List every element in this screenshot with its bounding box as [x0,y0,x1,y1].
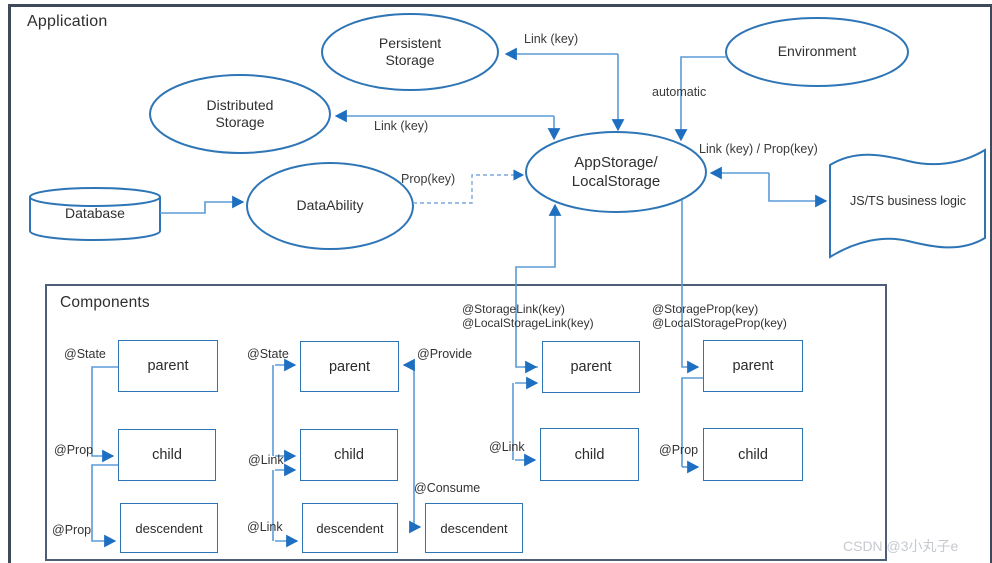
annotation-localstorageprop: @LocalStorageProp(key) [652,316,787,330]
environment-ellipse [725,17,909,87]
decorator-g2-consume: @Consume [414,481,481,495]
decorator-g1-prop-child: @Prop [54,443,94,457]
decorator-g4-prop: @Prop [659,443,699,457]
edge-g1-parent-to-child [91,366,118,463]
edge-label-automatic: automatic [652,85,707,99]
edge-label-prop-key: Prop(key) [401,172,456,186]
watermark: CSDN @3小丸子e [843,538,959,554]
dataability-ellipse [246,162,414,250]
edge-label-link-prop: Link (key) / Prop(key) [699,142,818,156]
annotation-storageprop: @StorageProp(key) [652,302,759,316]
dataability-label: DataAbility [296,197,364,214]
g2-child-box: child [300,429,398,481]
decorator-g1-prop-descendent: @Prop [52,523,92,537]
edge-dataability-to-appstorage-dashed [413,169,525,204]
persistent-storage-label: Persistent Storage [378,34,442,69]
appstorage-label: AppStorage/ LocalStorage [571,154,661,190]
application-frame [8,4,992,563]
g4-parent-box: parent [703,340,803,392]
g1-descendent-box: descendent [120,503,218,553]
distributed-storage-label: Distributed Storage [206,96,274,131]
g3-child-box: child [540,428,639,481]
decorator-g1-state: @State [64,347,106,361]
decorator-g2-state: @State [247,347,289,361]
g2-provide-descendent-box: descendent [425,503,523,553]
components-frame [45,284,887,561]
edge-storageprop-to-parent [681,200,700,374]
g2-parent-box: parent [300,341,399,392]
edge-environment-to-appstorage [674,56,727,142]
edge-appstorage-to-jsts [768,173,828,208]
decorator-g2-provide: @Provide [417,347,473,361]
jsts-business-logic-shape [829,148,986,259]
edge-label-distributed-link: Link (key) [374,119,429,133]
edge-g4-prop-line [681,377,703,467]
database-cylinder-top [29,187,161,207]
distributed-storage-ellipse [149,74,331,154]
edge-database-to-dataability [160,195,245,214]
decorator-g2-link-child: @Link [248,453,284,467]
annotation-localstoragelink: @LocalStorageLink(key) [462,316,594,330]
environment-label: Environment [777,43,857,60]
g1-parent-box: parent [118,340,218,392]
edge-g1-child-to-descendent [91,464,118,548]
edge-label-persistent-link: Link (key) [524,32,579,46]
g1-child-box: child [118,429,216,481]
annotation-storagelink: @StorageLink(key) [462,302,565,316]
components-title: Components [60,294,150,311]
persistent-storage-ellipse [321,13,499,91]
decorator-g2-link-descendent: @Link [247,520,283,534]
database-label: Database [65,205,125,222]
edge-storagelink-up-to-appstorage [515,203,562,368]
decorator-g3-link: @Link [489,440,525,454]
g3-parent-box: parent [542,341,640,393]
database-cylinder-body [29,197,161,241]
application-title: Application [27,13,108,30]
g2-descendent-box: descendent [302,503,398,553]
g4-child-box: child [703,428,803,481]
jsts-business-logic-label: JS/TS business logic [849,194,967,209]
appstorage-ellipse [525,131,707,213]
